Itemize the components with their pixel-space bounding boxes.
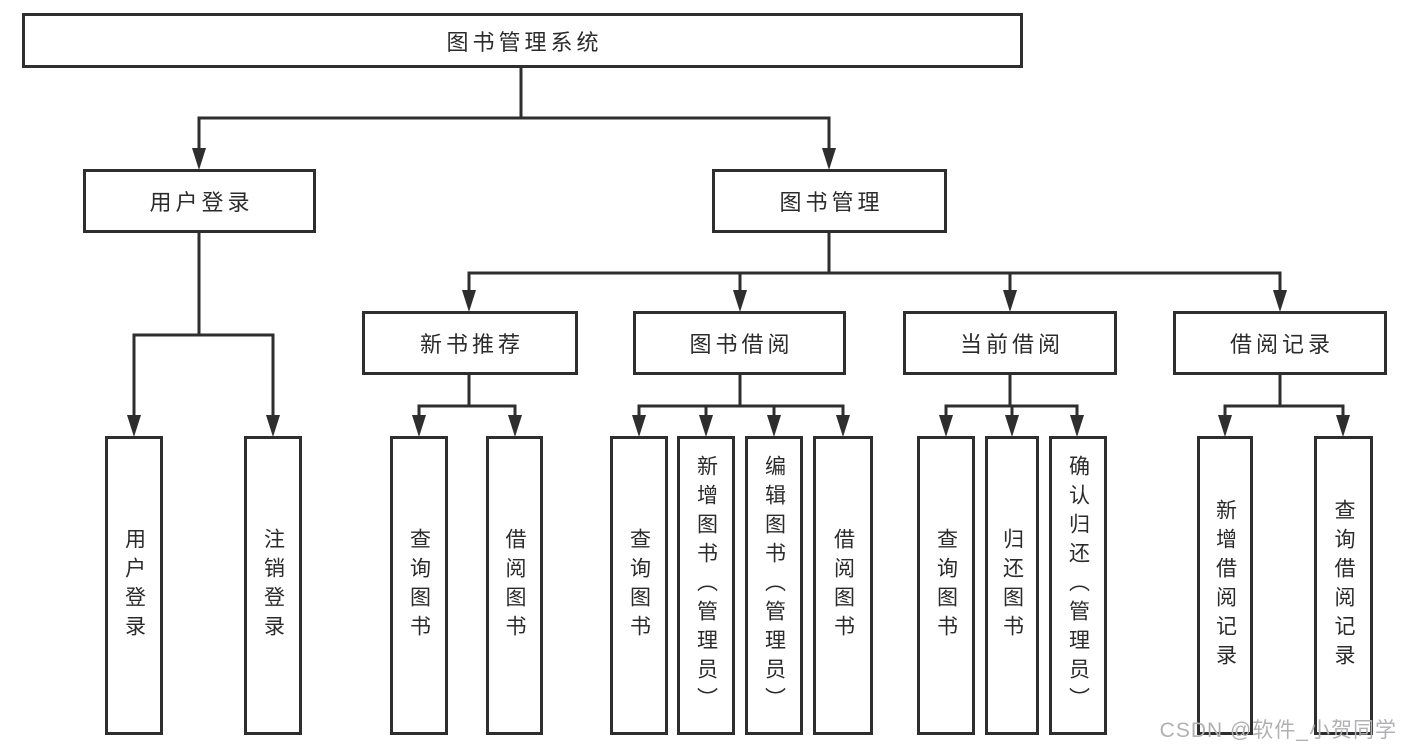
connector-borrowrecord-to-children <box>1223 374 1345 421</box>
node-user-login: 用户登录 <box>83 169 316 233</box>
leaf-query-borrow-record: 查询借阅记录 <box>1314 436 1373 735</box>
leaf-edit-book-admin-label: 编辑图书（管理员） <box>762 455 786 716</box>
leaf-query-book-3: 查询图书 <box>917 436 975 735</box>
arrowhead <box>1070 415 1084 437</box>
leaf-query-borrow-record-label: 查询借阅记录 <box>1332 498 1355 673</box>
arrowhead <box>939 415 953 437</box>
arrowhead <box>1005 415 1019 437</box>
node-book-management: 图书管理 <box>712 169 947 233</box>
arrowhead <box>1273 290 1287 312</box>
node-current-borrow-label: 当前借阅 <box>959 332 1064 357</box>
connector-bookmgmt-to-level2 <box>467 232 1282 296</box>
connector-userlogin-to-children <box>132 232 275 421</box>
arrowhead <box>127 415 141 437</box>
arrowhead <box>192 148 206 170</box>
connector-newbook-to-children <box>417 374 517 421</box>
leaf-query-book-1: 查询图书 <box>390 436 448 735</box>
arrowhead <box>462 290 476 312</box>
arrowhead <box>1336 415 1350 437</box>
leaf-confirm-return-admin: 确认归还（管理员） <box>1049 436 1107 735</box>
node-new-book-recommend: 新书推荐 <box>362 311 578 375</box>
leaf-logout-label: 注销登录 <box>261 527 285 644</box>
leaf-query-book-2-label: 查询图书 <box>627 527 651 644</box>
leaf-add-book-admin: 新增图书（管理员） <box>677 436 735 735</box>
node-borrow-record-label: 借阅记录 <box>1229 332 1334 357</box>
node-root: 图书管理系统 <box>22 13 1023 68</box>
leaf-user-login: 用户登录 <box>105 436 163 735</box>
arrowhead <box>1218 415 1232 437</box>
arrowhead <box>508 415 522 437</box>
connector-currentborrow-to-children <box>944 374 1079 421</box>
leaf-query-book-2: 查询图书 <box>610 436 668 735</box>
node-new-book-recommend-label: 新书推荐 <box>419 332 524 357</box>
leaf-user-login-label: 用户登录 <box>122 527 146 644</box>
leaf-borrow-book-1-label: 借阅图书 <box>503 527 526 644</box>
arrowhead <box>836 415 850 437</box>
node-book-borrow: 图书借阅 <box>633 311 846 375</box>
node-user-login-label: 用户登录 <box>149 190 254 215</box>
leaf-return-book: 归还图书 <box>985 436 1039 735</box>
leaf-borrow-book-2-label: 借阅图书 <box>831 527 855 644</box>
leaf-query-book-1-label: 查询图书 <box>407 527 431 644</box>
leaf-logout: 注销登录 <box>244 436 302 735</box>
leaf-edit-book-admin: 编辑图书（管理员） <box>745 436 803 735</box>
leaf-confirm-return-admin-label: 确认归还（管理员） <box>1066 455 1090 716</box>
arrowhead <box>733 290 747 312</box>
connector-root-to-level1 <box>197 67 831 154</box>
arrowhead <box>822 148 836 170</box>
arrowhead <box>699 415 713 437</box>
leaf-add-borrow-record: 新增借阅记录 <box>1197 436 1253 735</box>
leaf-return-book-label: 归还图书 <box>1000 527 1024 644</box>
leaf-query-book-3-label: 查询图书 <box>934 527 958 644</box>
arrowhead <box>412 415 426 437</box>
leaf-add-book-admin-label: 新增图书（管理员） <box>694 455 718 716</box>
arrowheads <box>127 148 1350 437</box>
arrowhead <box>767 415 781 437</box>
leaf-borrow-book-1: 借阅图书 <box>486 436 543 735</box>
connector-bookborrow-to-children <box>637 374 845 421</box>
arrowhead <box>1003 290 1017 312</box>
node-root-label: 图书管理系统 <box>446 29 603 55</box>
csdn-watermark: CSDN @软件_小贺同学 <box>1159 719 1397 742</box>
leaf-borrow-book-2: 借阅图书 <box>813 436 873 735</box>
leaf-add-borrow-record-label: 新增借阅记录 <box>1213 498 1237 673</box>
node-current-borrow: 当前借阅 <box>903 311 1117 375</box>
node-book-borrow-label: 图书借阅 <box>689 332 794 357</box>
node-book-management-label: 图书管理 <box>779 190 884 215</box>
arrowhead <box>632 415 646 437</box>
arrowhead <box>266 415 280 437</box>
node-borrow-record: 借阅记录 <box>1173 311 1387 375</box>
